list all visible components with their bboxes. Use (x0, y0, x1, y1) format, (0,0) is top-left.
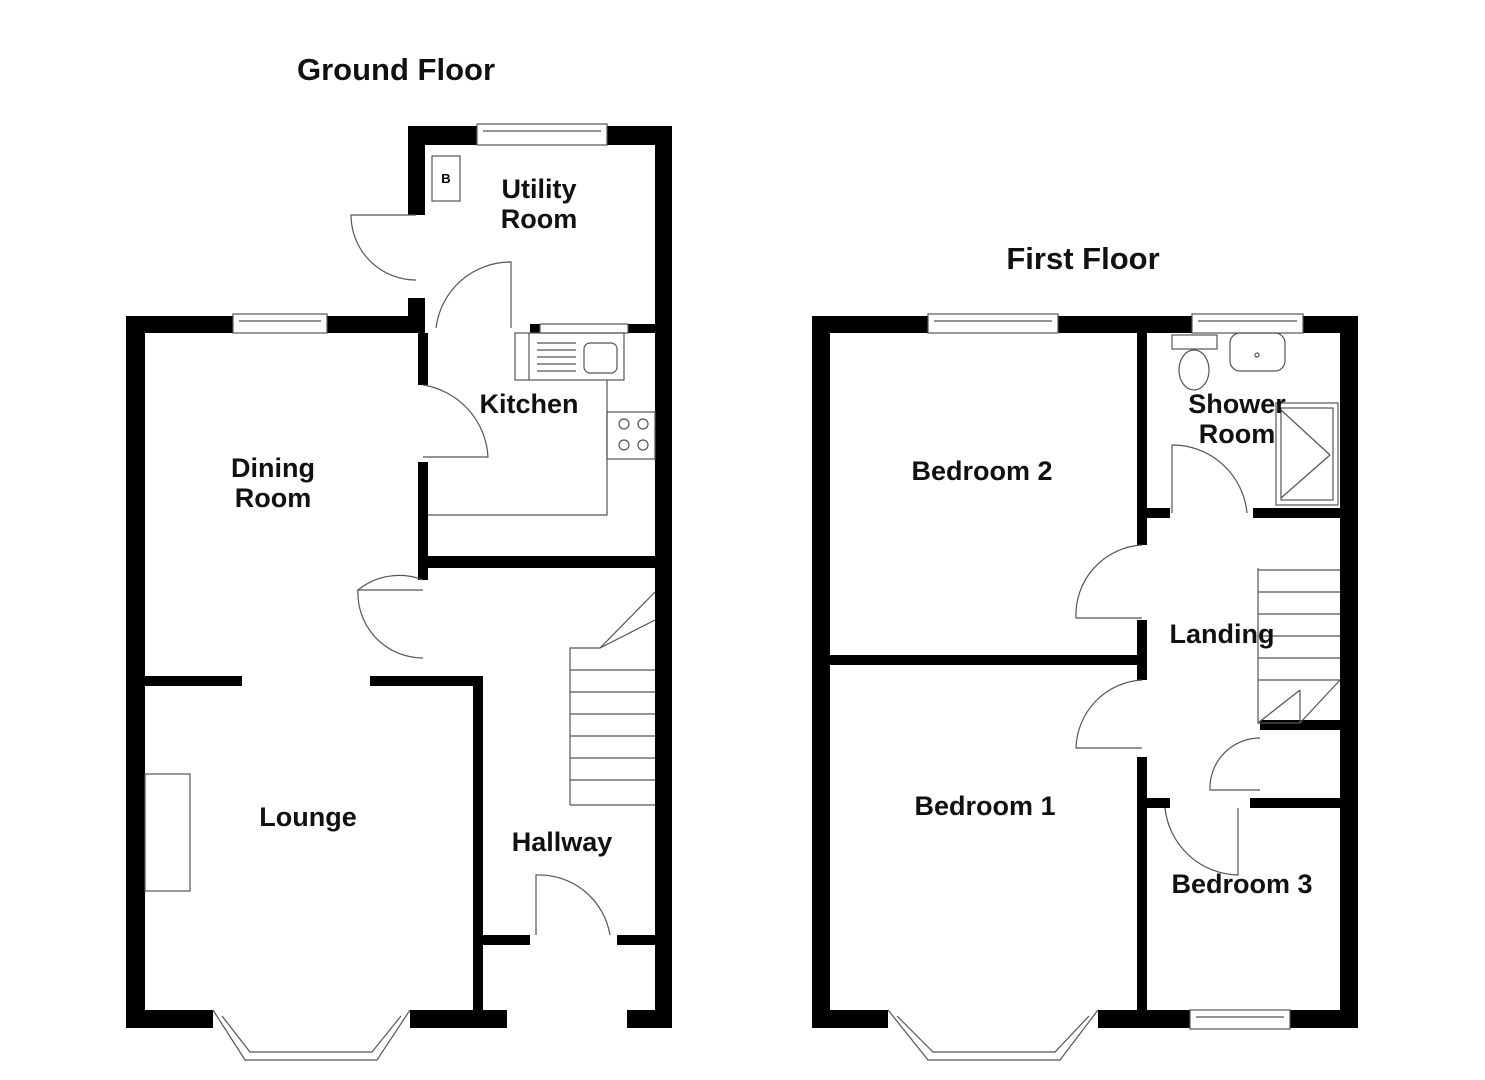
first-floor-fixtures (1171, 332, 1341, 724)
hob (606, 411, 656, 460)
fireplace (144, 773, 191, 892)
ground-floor-plan: Ground Floor (126, 52, 672, 1061)
room-label-shower-2: Room (1199, 419, 1276, 449)
wash-basin (1229, 332, 1286, 372)
room-label-dining-1: Dining (231, 453, 315, 483)
ground-floor-fixtures: B (144, 155, 656, 892)
first-floor-windows (887, 313, 1304, 1061)
room-label-shower-1: Shower (1188, 389, 1286, 419)
kitchen-sink (514, 332, 625, 381)
boiler (431, 155, 461, 202)
boiler-label: B (441, 171, 450, 186)
room-label-lounge: Lounge (259, 802, 356, 832)
first-floor-walls (812, 316, 1358, 1028)
room-label-bedroom-1: Bedroom 1 (914, 791, 1055, 821)
toilet (1171, 334, 1218, 391)
room-label-kitchen: Kitchen (479, 389, 578, 419)
room-label-landing: Landing (1170, 619, 1275, 649)
shower-tray (1275, 402, 1339, 506)
staircase-first-floor (1257, 568, 1341, 724)
first-floor-room-labels: Bedroom 2 Shower Room Landing Bedroom 1 … (911, 389, 1312, 899)
room-label-bedroom-2: Bedroom 2 (911, 456, 1052, 486)
room-label-bedroom-3: Bedroom 3 (1171, 869, 1312, 899)
first-floor-title: First Floor (1006, 241, 1159, 276)
first-floor-doors (1075, 444, 1261, 876)
ground-floor-windows (212, 123, 629, 1061)
room-label-utility-1: Utility (501, 174, 576, 204)
room-label-utility-2: Room (501, 204, 578, 234)
ground-floor-room-labels: Utility Room Kitchen Dining Room Lounge … (231, 174, 612, 857)
staircase (569, 591, 656, 806)
room-label-hallway: Hallway (512, 827, 613, 857)
ground-floor-doors (350, 214, 611, 936)
room-label-dining-2: Room (235, 483, 312, 513)
first-floor-plan: First Floor (812, 241, 1358, 1061)
ground-floor-walls (126, 126, 672, 1028)
ground-floor-title: Ground Floor (297, 52, 495, 87)
